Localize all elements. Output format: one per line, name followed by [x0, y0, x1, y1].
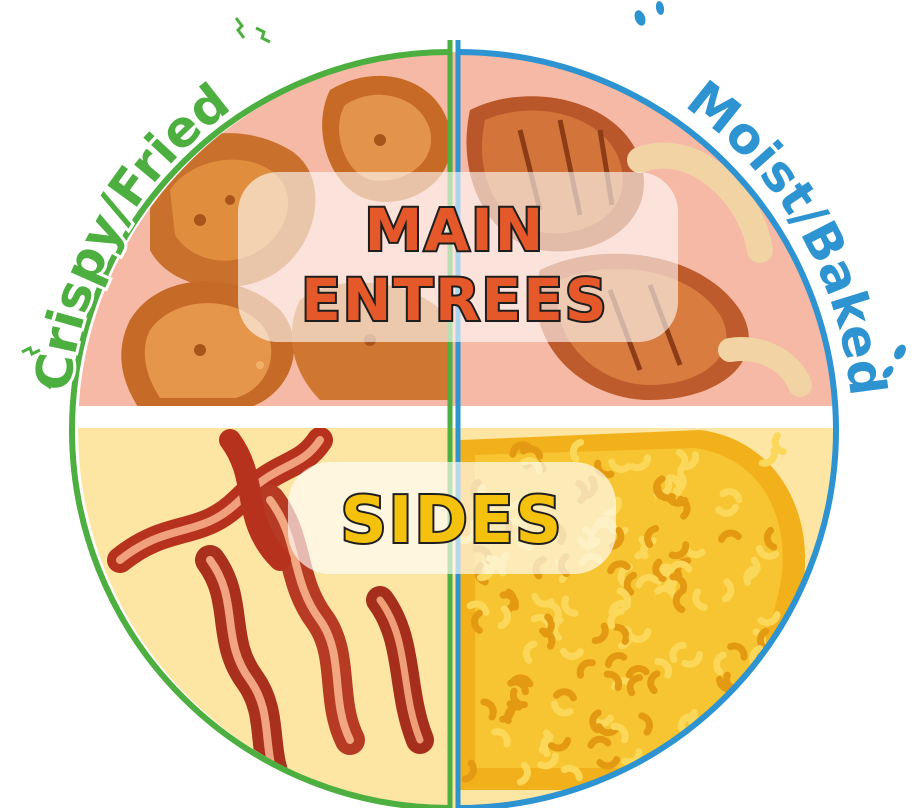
macaroni-piece — [522, 640, 538, 664]
macaroni-piece — [519, 445, 544, 460]
macaroni-piece — [561, 595, 579, 617]
macaroni-piece — [717, 529, 742, 543]
macaroni-piece — [771, 702, 786, 726]
macaroni-piece — [553, 688, 577, 702]
moist-droplet-icon — [634, 1, 906, 378]
macaroni-piece — [608, 458, 632, 473]
macaroni-piece — [647, 670, 661, 695]
macaroni-piece — [654, 657, 672, 679]
macaroni-piece — [610, 722, 629, 744]
macaroni-piece — [539, 627, 556, 650]
macaroni-piece — [625, 664, 650, 679]
macaroni-piece — [509, 674, 534, 688]
macaroni-piece — [681, 651, 703, 668]
macaroni-piece — [537, 752, 559, 770]
macaroni-piece — [679, 451, 700, 471]
macaroni-piece — [591, 622, 609, 645]
macaroni-piece — [587, 735, 612, 749]
macaroni-piece — [509, 441, 532, 458]
macaroni-piece — [545, 601, 562, 624]
macaroni-piece — [466, 600, 490, 616]
macaroni-piece — [757, 611, 781, 627]
plate-outline-right — [457, 49, 839, 811]
macaroni-piece — [652, 558, 667, 583]
macaroni-piece — [551, 700, 574, 717]
macaroni-piece — [776, 732, 790, 757]
sides-title: SIDES — [341, 484, 564, 558]
macaroni-piece — [547, 736, 572, 752]
macaroni-piece — [669, 641, 687, 664]
macaroni-piece — [628, 627, 652, 643]
macaroni-piece — [719, 488, 743, 504]
macaroni-piece — [604, 652, 628, 669]
macaroni-piece — [504, 703, 523, 724]
macaroni-piece — [669, 573, 688, 595]
macaroni-piece — [743, 564, 761, 587]
macaroni-piece — [607, 560, 631, 575]
macaroni-piece — [608, 526, 625, 550]
macaroni-piece — [480, 698, 497, 721]
macaroni-piece — [730, 761, 743, 786]
macaroni-piece — [576, 659, 596, 679]
macaroni-piece — [672, 589, 686, 614]
macaroni-piece — [497, 605, 512, 630]
macaroni-piece — [626, 674, 644, 697]
macaroni-piece — [654, 484, 676, 502]
macaroni-piece — [569, 438, 585, 463]
macaroni-piece — [635, 573, 659, 589]
macaroni-piece — [629, 454, 651, 472]
macaroni-piece — [668, 560, 693, 573]
macaroni-piece — [491, 728, 511, 748]
macaroni-piece — [713, 651, 727, 676]
macaroni-piece — [589, 709, 602, 734]
macaroni-piece — [517, 761, 531, 786]
macaroni-piece — [677, 495, 691, 520]
macaroni-piece — [621, 748, 643, 766]
macaroni-piece — [612, 623, 630, 645]
macaroni-piece — [719, 745, 743, 761]
macaroni-piece — [721, 578, 735, 603]
macaroni-piece — [638, 712, 653, 736]
macaroni-piece — [727, 642, 748, 661]
plate-outline-left — [69, 49, 451, 811]
macaroni-piece — [750, 745, 775, 758]
macaroni-piece — [603, 670, 623, 691]
main-entrees-title-line1: MAIN — [365, 196, 546, 264]
macaroni-piece — [461, 759, 477, 783]
crispy-sparkle-icon — [21, 17, 271, 390]
macaroni-piece — [758, 447, 778, 467]
macaroni-piece — [596, 755, 621, 770]
macaroni-piece — [595, 723, 620, 737]
macaroni-piece — [607, 608, 625, 630]
macaroni-piece — [715, 503, 740, 517]
macaroni-piece — [755, 545, 780, 560]
macaroni-piece — [616, 587, 632, 611]
macaroni-piece — [666, 474, 684, 496]
macaroni-piece — [559, 647, 584, 660]
macaroni-piece — [471, 609, 483, 634]
macaroni-piece — [771, 432, 787, 456]
macaroni-piece — [634, 535, 649, 560]
macaroni-piece — [756, 627, 770, 652]
macaroni-piece — [668, 541, 690, 560]
macaroni-piece — [623, 571, 638, 596]
sides-label-box — [288, 462, 616, 574]
main-entrees-label-box — [238, 172, 678, 342]
macaroni-piece — [540, 733, 554, 758]
macaroni-piece — [560, 764, 583, 782]
macaroni-piece — [692, 588, 708, 611]
macaroni-piece — [779, 760, 800, 780]
macaroni-piece — [499, 591, 519, 611]
main-entrees-title-line2: ENTREES — [301, 266, 608, 334]
macaroni-piece — [644, 525, 660, 549]
macaroni-piece — [755, 705, 771, 729]
macaroni-piece — [763, 526, 778, 551]
macaroni-piece — [509, 687, 528, 709]
